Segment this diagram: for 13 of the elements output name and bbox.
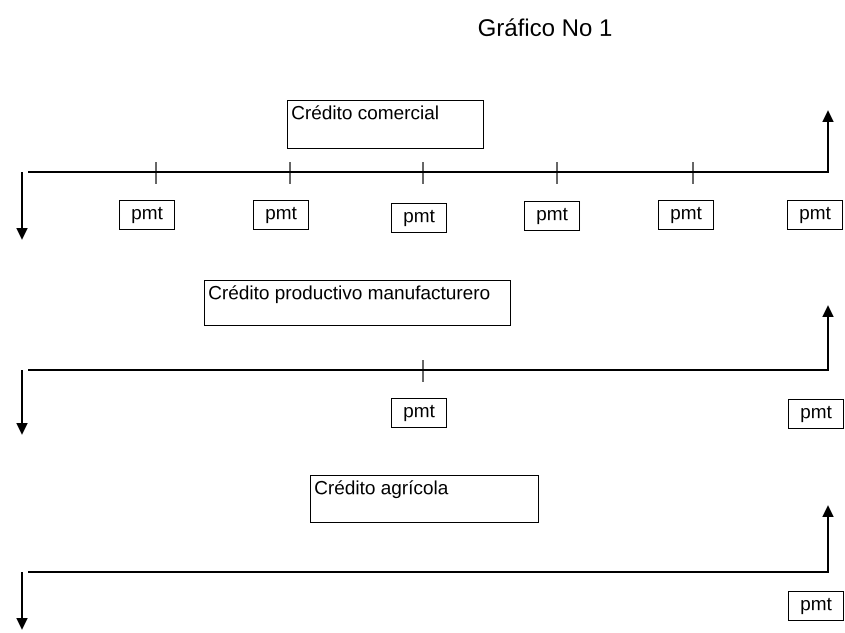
title-box: Crédito comercial: [287, 100, 484, 149]
title-box: Crédito productivo manufacturero: [204, 280, 511, 326]
payment-box: pmt: [658, 200, 714, 230]
payment-box: pmt: [253, 200, 309, 230]
title-box: Crédito agrícola: [310, 475, 539, 523]
payment-box: pmt: [788, 399, 844, 429]
title: Gráfico No 1: [478, 18, 612, 36]
payment-box: pmt: [119, 200, 175, 230]
payment-box: pmt: [787, 200, 843, 230]
payment-box: pmt: [391, 203, 447, 233]
payment-box: pmt: [391, 398, 447, 428]
payment-box: pmt: [788, 591, 844, 621]
payment-box: pmt: [524, 201, 580, 231]
